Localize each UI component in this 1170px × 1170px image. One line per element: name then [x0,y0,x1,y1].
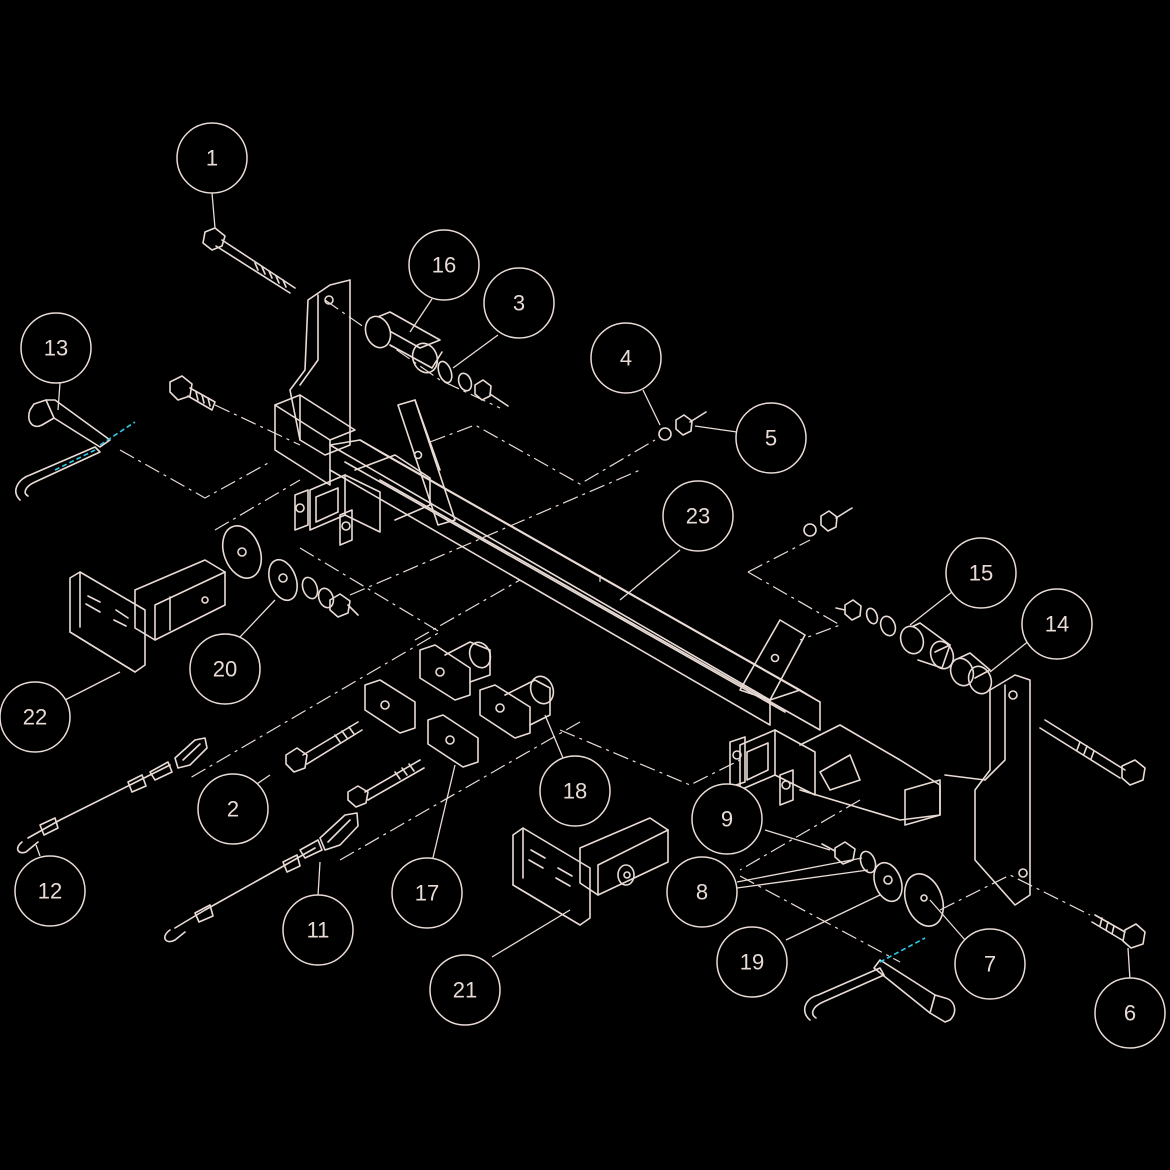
left-receiver-assembly [274,279,431,546]
bracket-22 [69,559,226,673]
bolts [169,227,1146,949]
callout-label: 17 [415,881,439,906]
callout-label: 3 [513,291,525,316]
callout-11: 11 [282,894,354,966]
callout-20: 20 [189,633,261,705]
callout-2: 2 [197,773,269,845]
callout-15: 15 [945,537,1017,609]
callout-7: 7 [954,928,1026,1000]
callout-1: 1 [176,122,248,194]
callout-label: 1 [206,146,218,171]
callout-17: 17 [391,857,463,929]
callout-3: 3 [483,267,555,339]
callout-label: 8 [696,880,708,905]
callout-19: 19 [716,926,788,998]
callout-label: 21 [453,978,477,1003]
callout-5: 5 [735,402,807,474]
callout-12: 12 [14,855,86,927]
callout-14: 14 [1021,588,1093,660]
assembly-center-lines [119,299,1091,963]
callout-4: 4 [590,322,662,394]
callout-label: 20 [213,657,237,682]
callout-9: 9 [691,783,763,855]
callout-18: 18 [539,755,611,827]
hardware [221,311,993,927]
callout-label: 18 [563,779,587,804]
callout-label: 13 [44,336,68,361]
callout-label: 5 [765,426,777,451]
bracket-21 [512,817,669,926]
callout-label: 11 [307,918,330,943]
callout-16: 16 [408,229,480,301]
callout-label: 15 [969,561,993,586]
callout-label: 19 [740,950,764,975]
callout-label: 16 [432,253,456,278]
callout-label: 12 [38,879,62,904]
callout-label: 9 [721,807,733,832]
callout-label: 2 [227,797,239,822]
callout-21: 21 [429,954,501,1026]
callout-6: 6 [1094,977,1166,1049]
leader-lines [35,192,1131,981]
callout-label: 14 [1045,612,1069,637]
main-crossbar [329,399,821,731]
callout-label: 22 [23,705,47,730]
pins [15,399,956,1023]
callout-label: 7 [984,952,996,977]
callout-22: 22 [0,681,71,753]
callout-label: 23 [686,504,710,529]
callout-label: 4 [620,346,632,371]
callout-13: 13 [20,312,92,384]
pads [364,641,555,768]
callout-label: 6 [1124,1001,1136,1026]
callout-8: 8 [666,856,738,928]
callout-23: 23 [662,480,734,552]
safety-cables [16,737,359,943]
right-receiver-assembly [729,674,1031,906]
